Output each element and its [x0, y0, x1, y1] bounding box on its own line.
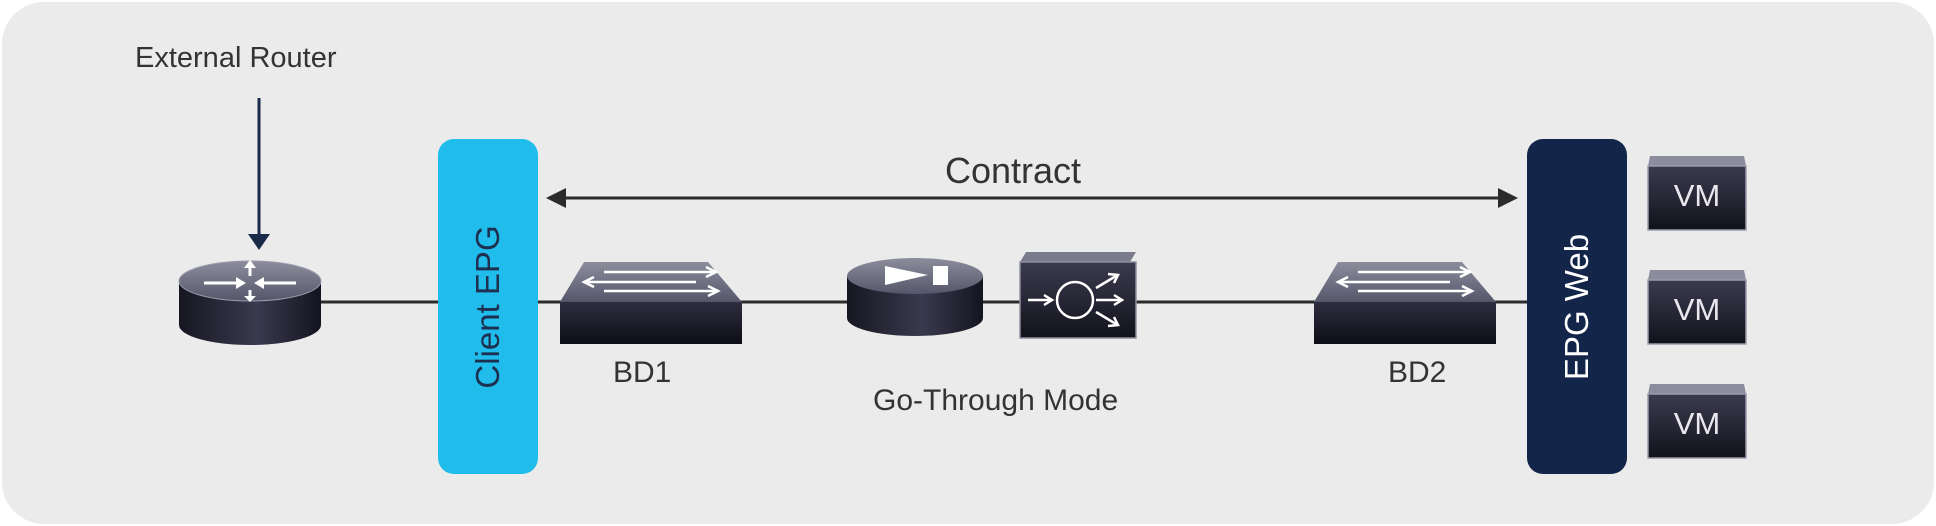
epg-web-label: EPG Web [1558, 233, 1595, 380]
vm-icon [1647, 270, 1747, 345]
router-icon [178, 260, 322, 345]
vm-icon [1647, 384, 1747, 459]
client-epg: Client EPG [438, 139, 538, 474]
bd1-label: BD1 [613, 356, 672, 389]
firewall-icon [847, 258, 983, 336]
contract-arrowhead-right [1498, 188, 1518, 208]
bd2-label: BD2 [1388, 356, 1447, 389]
epg-web: EPG Web [1527, 139, 1627, 474]
vm-label: VM [1673, 178, 1721, 213]
mode-label: Go-Through Mode [873, 384, 1119, 417]
switch-icon [560, 262, 742, 344]
external-router-label: External Router [135, 42, 337, 74]
client-epg-label: Client EPG [469, 224, 506, 389]
vm-icon [1647, 156, 1747, 231]
ingress-arrowhead [248, 234, 270, 250]
contract-arrowhead-left [546, 188, 566, 208]
load-balancer-icon [1019, 252, 1137, 339]
vm-label: VM [1673, 292, 1721, 327]
vm-label: VM [1673, 406, 1721, 441]
contract-label: Contract [945, 150, 1082, 191]
switch-icon [1314, 262, 1496, 344]
